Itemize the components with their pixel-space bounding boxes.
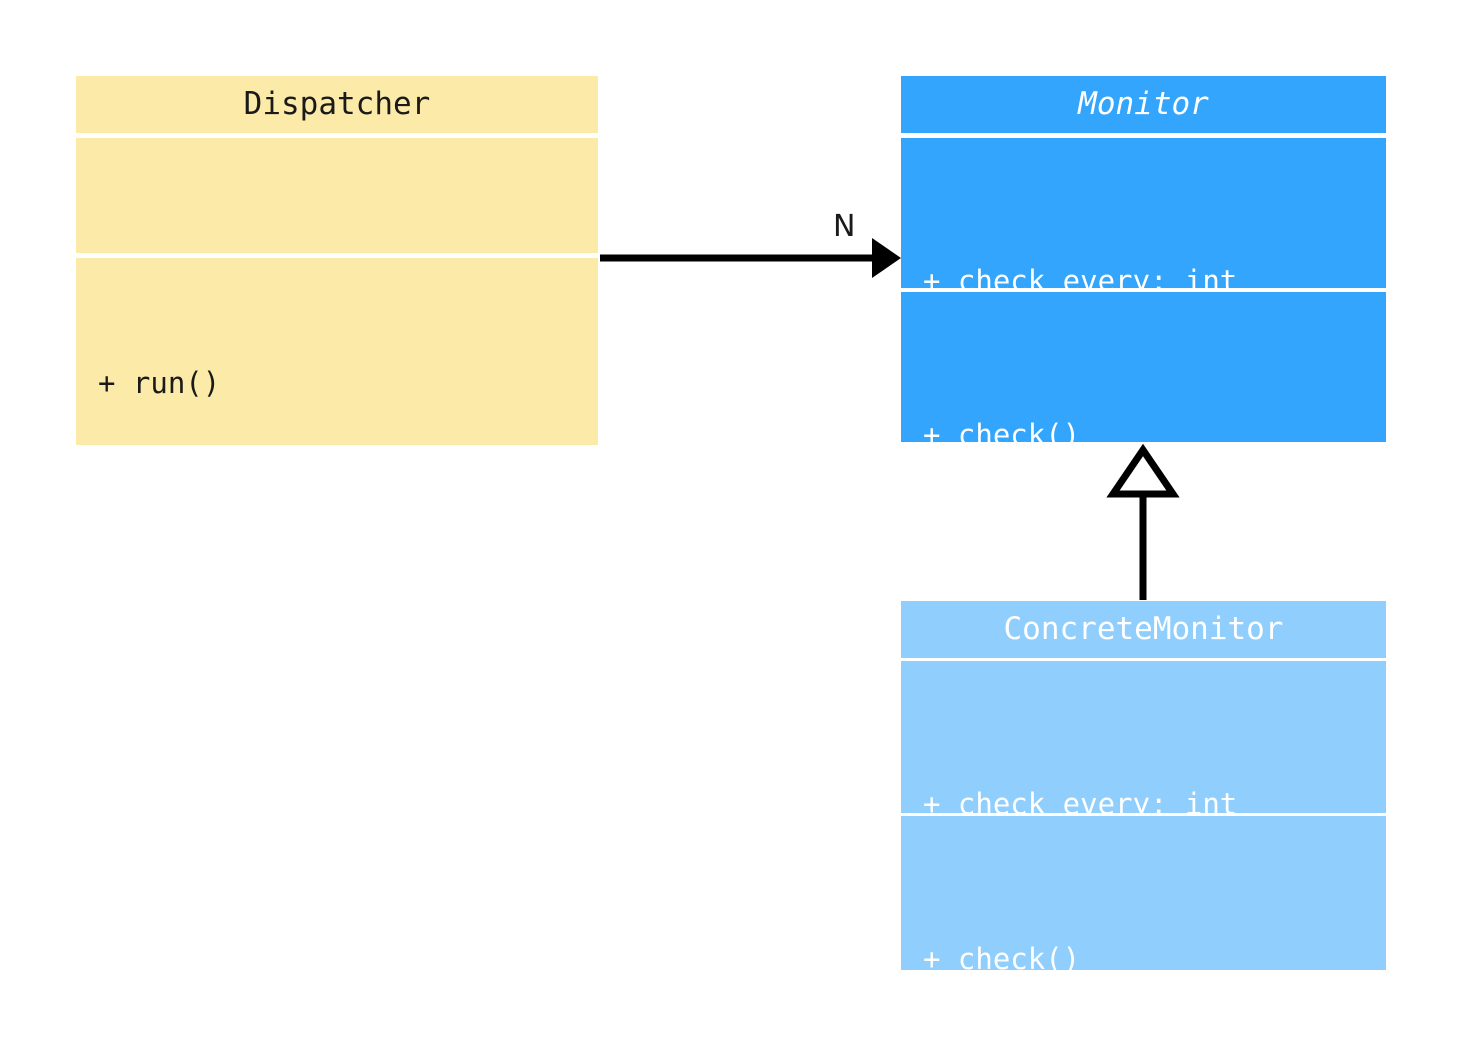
class-methods-compartment-monitor: + check() [901,292,1386,442]
method-item: + run() [98,366,221,400]
method-list-monitor: + check() [901,292,1386,442]
class-name-concrete-monitor: ConcreteMonitor [1003,611,1284,647]
class-name-dispatcher: Dispatcher [243,86,431,122]
method-list-dispatcher: + run() + start() + stop() [76,258,598,445]
attribute-item: + monitors: [] Monitor [98,249,598,253]
class-title-compartment-monitor: Monitor [901,76,1386,133]
association-multiplicity-label: N [833,209,856,244]
class-attributes-compartment-concrete-monitor: + check_every: int [901,661,1386,813]
generalization-arrow-concrete-monitor-monitor [1106,443,1180,600]
method-list-concrete-monitor: + check() [901,816,1386,970]
class-box-concrete-monitor[interactable]: ConcreteMonitor + check_every: int + che… [901,601,1386,970]
attribute-list-dispatcher: + monitors: [] Monitor [76,138,598,253]
class-title-compartment-dispatcher: Dispatcher [76,76,598,133]
class-attributes-compartment-dispatcher: + monitors: [] Monitor [76,138,598,253]
attribute-item: + check_every: int [923,264,1238,288]
attribute-list-monitor: + check_every: int [901,138,1386,288]
class-attributes-compartment-monitor: + check_every: int [901,138,1386,288]
class-methods-compartment-concrete-monitor: + check() [901,816,1386,970]
association-arrow-dispatcher-monitor [600,238,901,278]
class-box-monitor[interactable]: Monitor + check_every: int + check() [901,76,1386,442]
class-name-monitor: Monitor [1078,86,1209,122]
method-item: + check() [923,942,1081,970]
attribute-list-concrete-monitor: + check_every: int [901,661,1386,813]
method-item: + check() [923,418,1081,442]
class-methods-compartment-dispatcher: + run() + start() + stop() [76,258,598,445]
class-box-dispatcher[interactable]: Dispatcher + monitors: [] Monitor + run(… [76,76,598,445]
class-title-compartment-concrete-monitor: ConcreteMonitor [901,601,1386,658]
attribute-item: + check_every: int [923,787,1238,813]
